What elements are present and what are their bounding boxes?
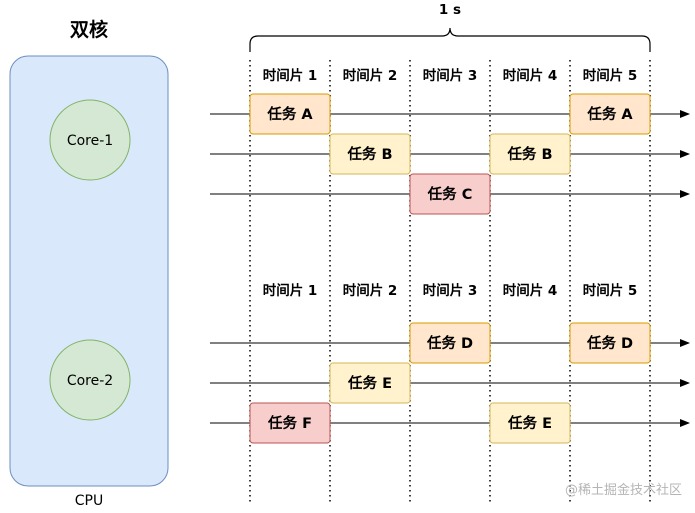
diagram-title: 双核 [70,18,108,41]
task-label: 任务 A [586,105,633,123]
task-label: 任务 C [427,185,473,203]
task-box [249,402,331,444]
core-circle [49,339,131,421]
core-label: Core-2 [67,373,113,389]
duration-label: 1 s [439,2,461,18]
time-slice-label: 时间片 5 [583,282,638,299]
time-slice-label: 时间片 2 [343,67,398,84]
task-box [329,362,411,404]
task-box [249,93,331,135]
watermark: @稀土掘金技术社区 [565,482,682,498]
task-box [409,322,491,364]
task-label: 任务 E [507,414,552,432]
time-slice-labels: 时间片 1 时间片 2 时间片 3 时间片 4 时间片 5 时间片 1 时间片 2 时间片 3… [263,67,638,299]
time-slice-label: 时间片 1 [263,67,318,84]
duration-brace [249,27,651,52]
cpu-label: CPU [75,493,103,509]
time-slice-label: 时间片 2 [343,282,398,299]
time-slice-label: 时间片 4 [503,67,558,84]
core-1: Core-1 任务 A 任务 A 任务 B 任务 B 任务 C [49,93,690,215]
task-label: 任务 D [586,334,633,352]
task-box [569,322,651,364]
cores: Core-1 任务 A 任务 A 任务 B 任务 B 任务 C Core-2 任务 D 任务 D… [49,93,690,444]
time-slice-label: 时间片 5 [583,67,638,84]
task-label: 任务 B [346,145,392,163]
core-label: Core-1 [67,133,113,149]
core-circle [49,99,131,181]
task-label: 任务 E [347,374,392,392]
task-box [569,93,651,135]
task-box [329,133,411,175]
task-box [489,133,571,175]
task-label: 任务 D [426,334,473,352]
task-label: 任务 A [266,105,313,123]
task-label: 任务 F [267,414,312,432]
task-box [409,173,491,215]
time-slice-label: 时间片 3 [423,282,478,299]
time-slice-label: 时间片 3 [423,67,478,84]
task-box [489,402,571,444]
task-label: 任务 B [506,145,552,163]
time-slice-label: 时间片 1 [263,282,318,299]
core-2: Core-2 任务 D 任务 D 任务 E 任务 F 任务 E [49,322,690,444]
time-slice-label: 时间片 4 [503,282,558,299]
